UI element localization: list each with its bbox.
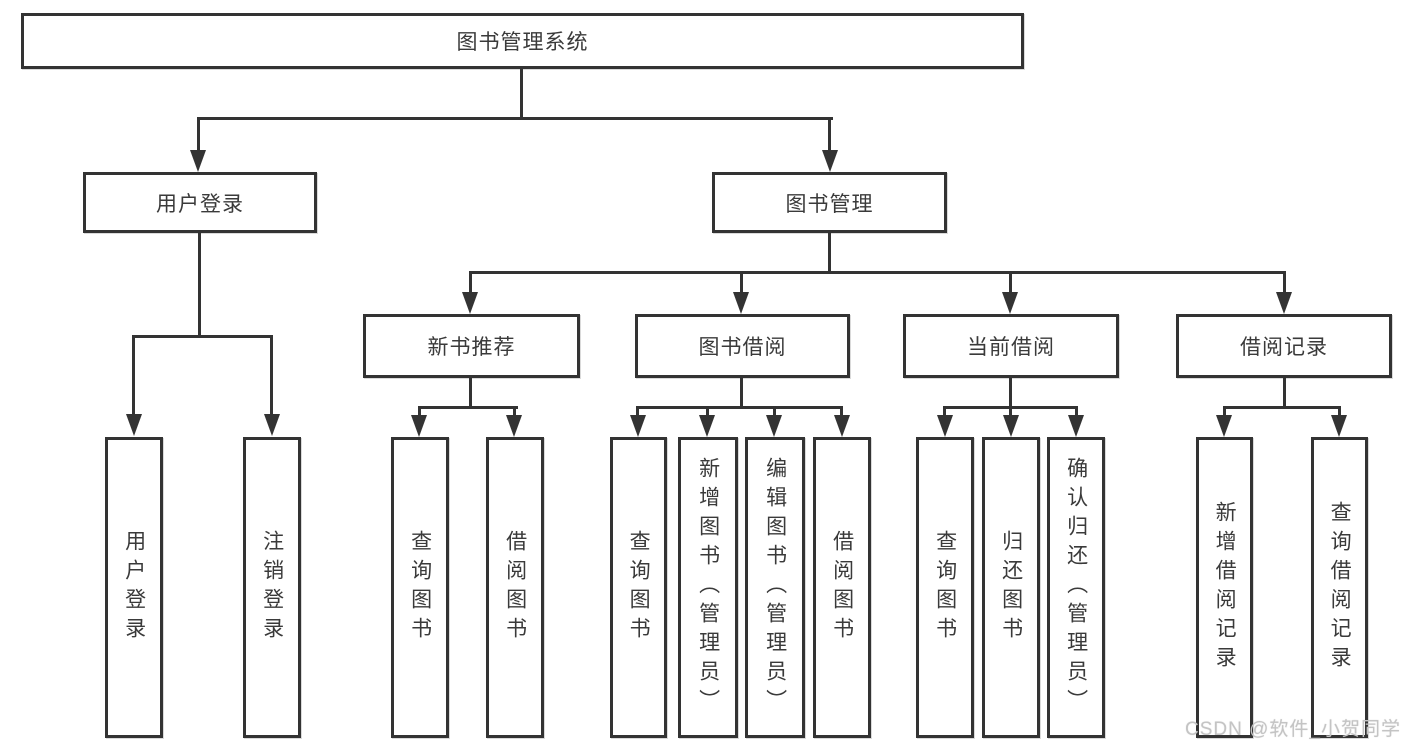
node-new-book-recommend: 新书推荐 xyxy=(363,314,580,378)
node-book-borrow: 图书借阅 xyxy=(635,314,850,378)
connector-drop xyxy=(1338,406,1341,416)
node-book-management: 图书管理 xyxy=(712,172,947,233)
connector-drop xyxy=(418,406,421,416)
connector-drop xyxy=(773,406,776,416)
connector-drop xyxy=(706,406,709,416)
connector-drop xyxy=(1075,406,1078,416)
connector-newbook-stem xyxy=(469,378,472,409)
down-arrow-icon xyxy=(264,414,280,436)
leaf-return-books: 归还图书 xyxy=(982,437,1040,738)
connector-drop xyxy=(636,406,639,416)
connector-userlogin-stem xyxy=(198,233,201,338)
connector-drop xyxy=(740,271,743,294)
down-arrow-icon xyxy=(462,292,478,314)
leaf-user-login: 用户登录 xyxy=(105,437,163,738)
down-arrow-icon xyxy=(699,415,715,437)
connector-userlogin-left-drop xyxy=(132,335,135,415)
down-arrow-icon xyxy=(630,415,646,437)
connector-drop xyxy=(1009,406,1012,416)
down-arrow-icon xyxy=(937,415,953,437)
leaf-query-books-recommend: 查询图书 xyxy=(391,437,449,738)
connector-drop xyxy=(1009,271,1012,294)
connector-drop xyxy=(469,271,472,294)
down-arrow-icon xyxy=(1068,415,1084,437)
connector-root-right-drop xyxy=(828,117,831,153)
connector-root-left-drop xyxy=(197,117,200,153)
connector-root-stem xyxy=(520,69,523,119)
leaf-query-books-current: 查询图书 xyxy=(916,437,974,738)
connector-currentborrow-stem xyxy=(1009,378,1012,409)
node-current-borrow: 当前借阅 xyxy=(903,314,1119,378)
leaf-add-books-admin: 新增图书（管理员） xyxy=(678,437,738,738)
down-arrow-icon xyxy=(411,415,427,437)
down-arrow-icon xyxy=(126,414,142,436)
down-arrow-icon xyxy=(1331,415,1347,437)
connector-drop xyxy=(840,406,843,416)
down-arrow-icon xyxy=(733,292,749,314)
connector-bookborrow-hline xyxy=(636,406,843,409)
connector-root-hline xyxy=(197,117,833,120)
leaf-logout: 注销登录 xyxy=(243,437,301,738)
down-arrow-icon xyxy=(1276,292,1292,314)
connector-bookmgmt-stem xyxy=(828,233,831,274)
connector-bookborrow-stem xyxy=(740,378,743,409)
leaf-edit-books-admin: 编辑图书（管理员） xyxy=(745,437,805,738)
down-arrow-icon xyxy=(1003,415,1019,437)
leaf-borrow-books: 借阅图书 xyxy=(813,437,871,738)
down-arrow-icon xyxy=(822,150,838,172)
connector-records-hline xyxy=(1223,406,1341,409)
leaf-add-borrow-record: 新增借阅记录 xyxy=(1196,437,1253,738)
connector-drop xyxy=(943,406,946,416)
leaf-confirm-return-admin: 确认归还（管理员） xyxy=(1047,437,1105,738)
connector-userlogin-hline xyxy=(132,335,273,338)
node-borrow-records: 借阅记录 xyxy=(1176,314,1392,378)
node-library-management-system: 图书管理系统 xyxy=(21,13,1024,69)
connector-userlogin-right-drop xyxy=(270,335,273,415)
connector-drop xyxy=(1283,271,1286,294)
node-user-login: 用户登录 xyxy=(83,172,317,233)
connector-drop xyxy=(1223,406,1226,416)
connector-newbook-hline xyxy=(418,406,518,409)
down-arrow-icon xyxy=(766,415,782,437)
leaf-borrow-books-recommend: 借阅图书 xyxy=(486,437,544,738)
down-arrow-icon xyxy=(1216,415,1232,437)
leaf-query-borrow-record: 查询借阅记录 xyxy=(1311,437,1368,738)
connector-drop xyxy=(513,406,516,416)
connector-bookmgmt-hline xyxy=(469,271,1286,274)
leaf-query-books-borrow: 查询图书 xyxy=(610,437,667,738)
csdn-watermark: CSDN @软件_小贺同学 xyxy=(1185,719,1401,740)
down-arrow-icon xyxy=(190,150,206,172)
down-arrow-icon xyxy=(506,415,522,437)
connector-records-stem xyxy=(1283,378,1286,409)
down-arrow-icon xyxy=(1002,292,1018,314)
down-arrow-icon xyxy=(834,415,850,437)
